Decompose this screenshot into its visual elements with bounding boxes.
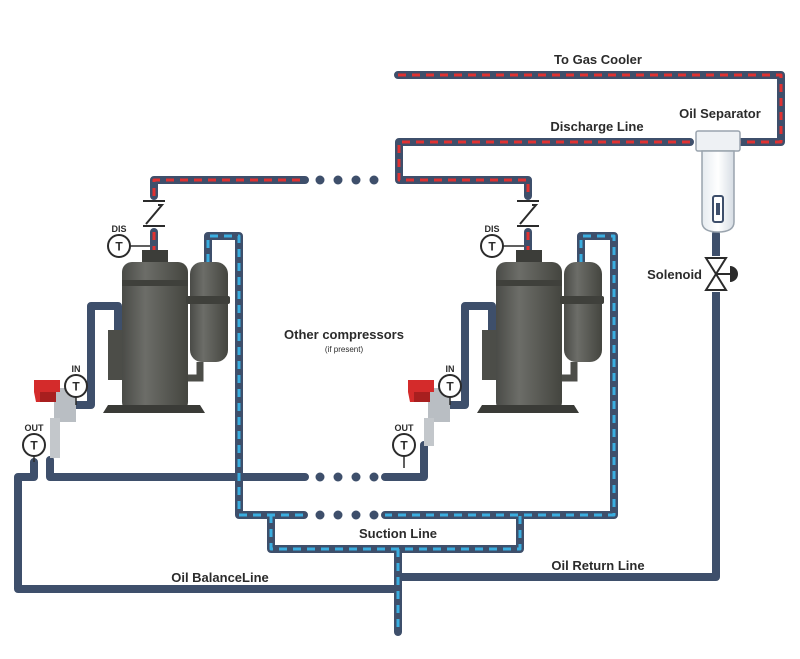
oil-balance-line [14,458,402,593]
to-gas-cooler-label: To Gas Cooler [554,52,642,67]
check-valve-icon [517,200,539,227]
sensor-in-label: IN [72,364,81,374]
to-gas-cooler-pipe [394,71,785,146]
sensor-t-label: T [446,380,454,394]
oil-balance-line-label: Oil BalanceLine [171,570,269,585]
discharge-line-label: Discharge Line [550,119,643,134]
thermometer-sensor-icon: T IN [438,364,462,405]
sensor-t-label: T [72,380,80,394]
sensor-in-label: IN [446,364,455,374]
sensor-dis-label: DIS [484,224,499,234]
discharge-line-pipe [395,138,694,200]
sensor-t-label: T [30,439,38,453]
thermometer-sensor-icon: T OUT [22,423,46,462]
check-valve-icon [143,200,165,227]
oil-loop-right [446,302,496,409]
thermometer-sensor-icon: T OUT [392,423,416,468]
sensor-out-label: OUT [25,423,45,433]
sensor-t-label: T [115,240,123,254]
oil-separator [695,130,741,233]
compressor-left [103,250,230,413]
sensor-out-label: OUT [395,423,415,433]
suction-dash-overlay [206,234,616,632]
sensor-t-label: T [400,439,408,453]
thermometer-sensor-icon: T DIS [107,224,150,258]
thermometer-sensor-icon: T IN [64,364,88,405]
oil-return-line [394,230,720,581]
thermometer-sensor-icon: T DIS [480,224,524,258]
discharge-left-branch [150,176,309,200]
oil-return-line-label: Oil Return Line [551,558,644,573]
solenoid-valve-icon [704,256,738,292]
oil-loop-left [72,302,122,409]
discharge-dash-overlay [152,73,783,250]
other-compressors-label: Other compressors [284,327,404,342]
sensor-t-label: T [488,240,496,254]
oil-balance-right [381,441,428,481]
compressor-right [477,250,604,413]
oil-separator-label: Oil Separator [679,106,761,121]
oil-balance-left [46,456,309,481]
other-compressors-dots [315,175,379,520]
suction-line-label: Suction Line [359,526,437,541]
solenoid-label: Solenoid [647,267,702,282]
sensor-dis-label: DIS [111,224,126,234]
if-present-label: (if present) [325,345,364,354]
